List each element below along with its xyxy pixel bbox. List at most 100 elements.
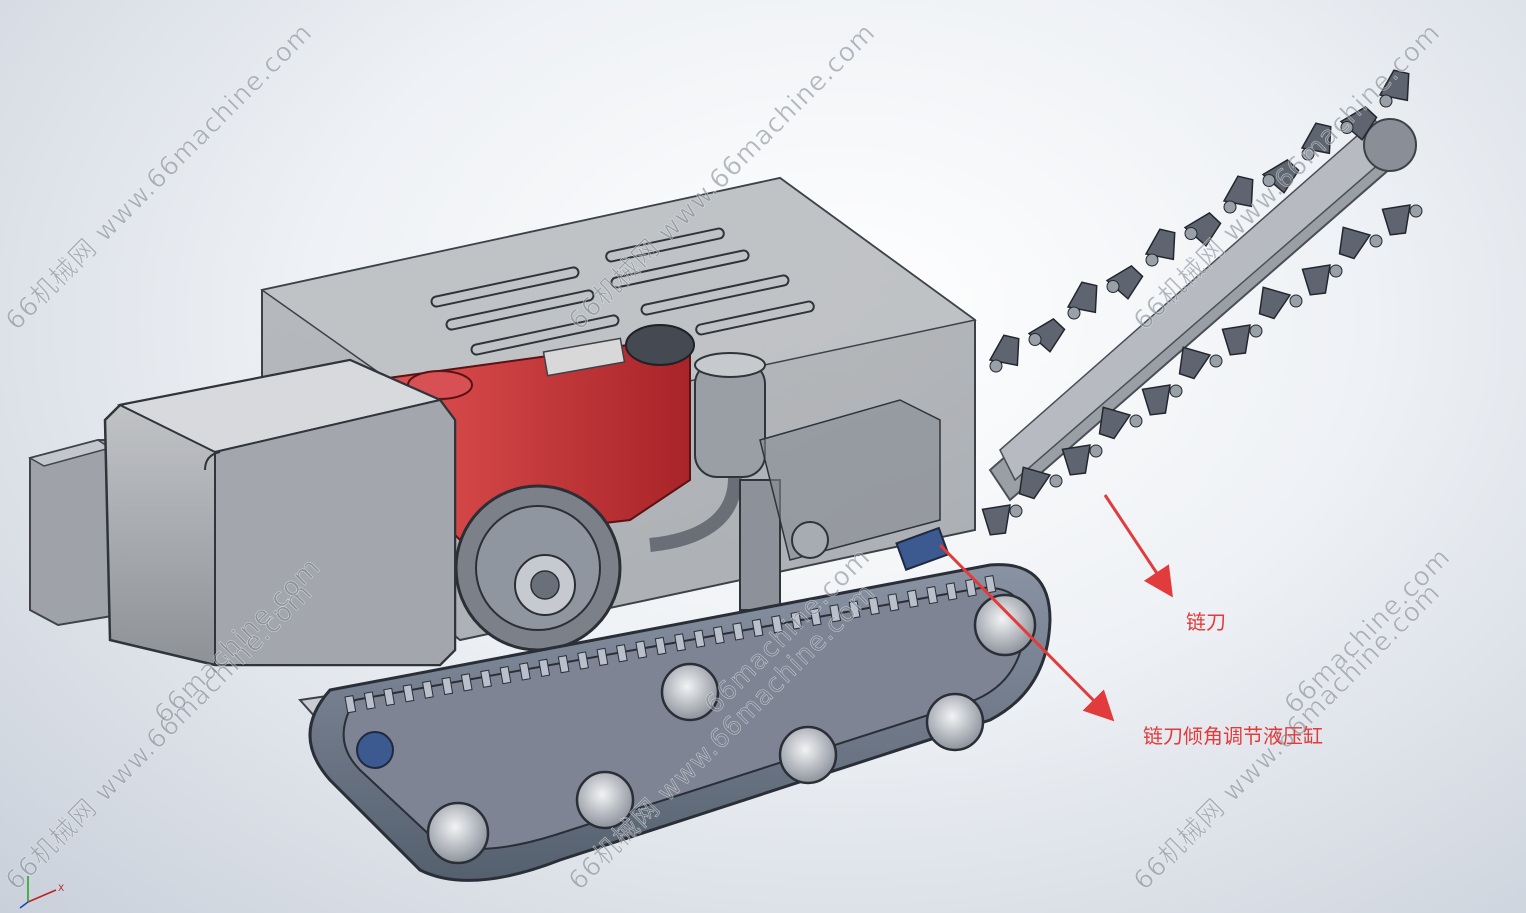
track-lug [809,607,822,627]
chain-tooth [1339,106,1378,141]
track-lug [732,622,745,641]
track-lug [441,676,454,696]
chain-tooth [1301,264,1331,296]
chain-tooth [988,334,1020,367]
diesel-engine[interactable] [386,324,950,652]
chain-link [1249,324,1263,338]
track-lug [499,665,512,685]
track-lug [945,582,958,601]
chain-tooth [1141,384,1171,416]
chain-link [1409,204,1423,218]
chain-link [1009,504,1023,518]
callout-tilt-cylinder: 链刀倾角调节液压缸 [1143,724,1323,748]
chain-link [1379,94,1393,108]
chain-link [1145,253,1159,267]
track-lug [538,658,551,677]
chain-tooth [1144,228,1176,261]
triad-x-label: X [58,884,65,894]
chain-tooth [1300,122,1332,155]
chain-link [1369,234,1383,248]
track-lug [712,625,725,645]
track-lug [402,684,415,703]
road-wheel [925,692,985,752]
idler-wheel [660,662,720,722]
track-lug [363,691,376,710]
callout-arrows [938,494,1173,722]
chain-tooth [1261,159,1300,194]
track-lug [518,662,531,681]
track-lug [557,655,570,674]
track-lug [596,647,609,667]
track-lug [344,695,357,714]
chain-tooth [981,504,1011,536]
chain-tooth [1338,226,1372,260]
chain-tooth [1061,444,1091,476]
chain-tooth [1105,265,1144,300]
track-lugs [344,575,997,714]
track-lug [868,596,880,616]
chain-teeth-lower [981,204,1423,536]
chain-link [1340,121,1354,134]
chain-link [1301,147,1315,161]
chain-link [989,359,1003,373]
track-lug [635,640,648,659]
chain-link [1223,200,1237,214]
chain-teeth-upper [988,69,1410,373]
chain-tooth [1178,346,1212,380]
track-lug [615,644,628,663]
chain-tooth [1027,318,1066,353]
rear-battery-box [28,439,119,627]
track-lug [674,633,686,652]
chain-link [1289,294,1303,308]
track-lug [848,600,861,619]
track-lug [577,651,589,670]
track-lug [984,575,997,594]
chain-tooth [1183,212,1222,247]
track-lug [480,669,492,688]
crawler-track-near[interactable] [308,563,1052,882]
track-lug [887,593,900,612]
chain-blade-assembly[interactable] [977,68,1423,540]
track-lug [654,636,667,656]
callout-chain-blade: 链刀 [1186,610,1226,634]
chain-tooth [1018,466,1052,500]
orientation-triad-icon: X [18,870,64,910]
chain-link [1184,227,1198,240]
front-idler [356,731,394,769]
track-lug [926,585,939,605]
road-wheel [426,801,490,865]
chain-tooth [1258,286,1292,320]
track-lug [906,589,919,608]
track-lug [829,604,842,623]
chain-link [1169,384,1183,398]
chain-tooth [1381,204,1411,236]
drive-sprocket [973,593,1037,657]
track-lug [460,673,473,692]
track-lug [790,611,803,630]
chain-link [1049,474,1063,488]
chain-link [1028,333,1042,346]
chain-link [1129,414,1143,428]
cover-vent-slots [430,227,815,356]
chain-tooth [1221,324,1251,356]
track-lug [751,618,764,637]
fuel-tank-box [103,358,457,667]
chain-link [1262,174,1276,187]
road-wheel [778,725,838,785]
track-lug [771,615,783,634]
track-lug [965,578,977,597]
chain-link [1089,444,1103,458]
chain-tooth [1222,175,1254,208]
track-lug [421,680,434,699]
road-wheel [575,770,635,830]
chain-tooth [1066,281,1098,314]
track-lug [383,687,396,707]
chain-tooth [1098,406,1132,440]
chain-link [1067,306,1081,320]
track-lug [693,629,706,648]
chain-link [1329,264,1343,278]
chain-link [1106,280,1120,293]
chain-tooth [1378,69,1410,102]
